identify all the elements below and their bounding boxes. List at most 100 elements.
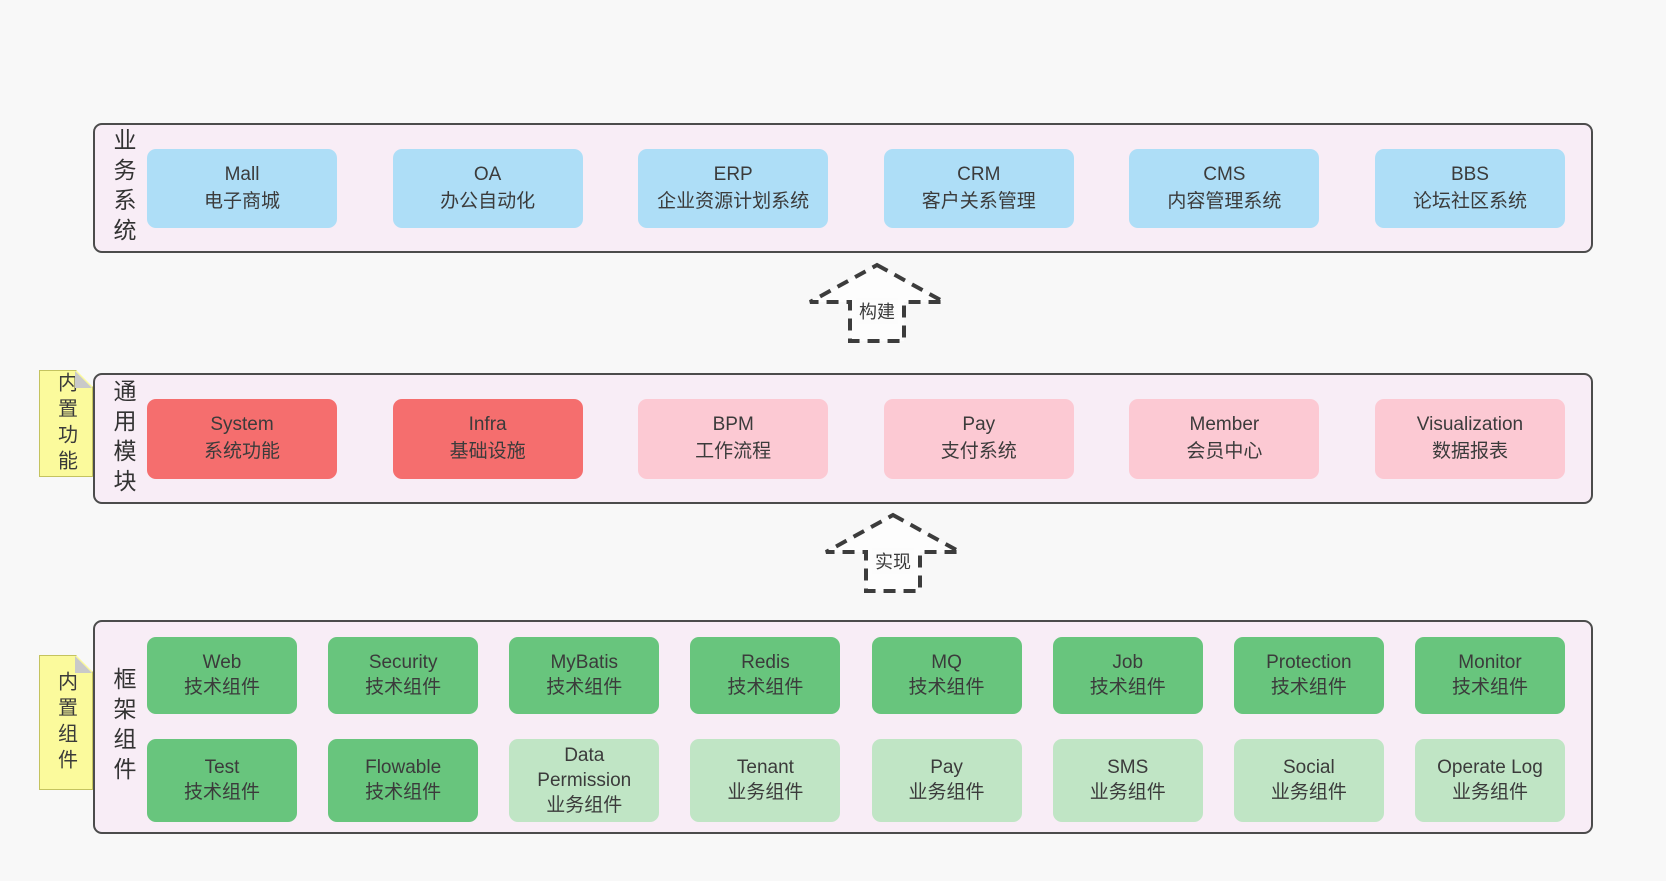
panel-label-modules: 通用模块	[110, 378, 136, 499]
box-subtitle: 论坛社区系统	[1412, 190, 1527, 212]
box-subtitle: 内容管理系统	[1167, 190, 1282, 212]
box-subtitle: 业务组件	[1270, 782, 1347, 804]
box-title: Operate Log	[1437, 757, 1543, 779]
box-subtitle: 支付系统	[940, 441, 1017, 462]
box-flowable: Flowable 技术组件	[328, 738, 479, 822]
box-subtitle: 技术组件	[365, 677, 442, 699]
box-social: Social 业务组件	[1233, 738, 1384, 822]
box-monitor: Monitor 技术组件	[1414, 637, 1565, 714]
box-title: Protection	[1266, 652, 1352, 674]
box-security: Security 技术组件	[328, 637, 479, 714]
box-subtitle: 技术组件	[727, 677, 804, 699]
modules-box-row: System 系统功能 Infra 基础设施 BPM 工作流程 Pay 支付系统…	[147, 399, 1565, 479]
box-subtitle: 技术组件	[908, 677, 985, 699]
box-protection: Protection 技术组件	[1233, 637, 1384, 714]
box-infra: Infra 基础设施	[392, 399, 583, 479]
box-mybatis: MyBatis 技术组件	[509, 637, 660, 714]
box-redis: Redis 技术组件	[690, 637, 841, 714]
box-sms: SMS 业务组件	[1052, 738, 1203, 822]
box-title: SMS	[1107, 757, 1149, 779]
box-test: Test 技术组件	[147, 738, 297, 822]
box-subtitle: 业务组件	[1451, 782, 1528, 804]
components-grid: Web 技术组件 Security 技术组件 MyBatis 技术组件 Redi…	[147, 637, 1565, 822]
common-modules-panel: 通用模块 System 系统功能 Infra 基础设施 BPM 工作流程 Pay…	[93, 373, 1593, 504]
box-title: CMS	[1203, 163, 1246, 185]
box-cms: CMS 内容管理系统	[1129, 149, 1320, 228]
panel-label-components: 框架组件	[110, 667, 136, 787]
box-subtitle: 业务组件	[546, 794, 623, 816]
box-pay-component: Pay 业务组件	[871, 738, 1022, 822]
box-subtitle: 企业资源计划系统	[657, 190, 810, 212]
note-label: 内置功能	[54, 371, 77, 476]
box-title: Mall	[224, 163, 260, 185]
arrow-label-implement: 实现	[872, 548, 914, 574]
box-crm: CRM 客户关系管理	[883, 149, 1074, 228]
box-title: Infra	[468, 414, 507, 436]
box-title: Tenant	[736, 757, 794, 779]
box-title: MQ	[931, 652, 962, 674]
box-subtitle: 技术组件	[183, 677, 260, 699]
box-mq: MQ 技术组件	[871, 637, 1022, 714]
box-pay-module: Pay 支付系统	[883, 399, 1074, 479]
box-mall: Mall 电子商城	[147, 149, 337, 228]
box-subtitle: 技术组件	[183, 782, 260, 804]
arrow-label-build: 构建	[856, 298, 898, 324]
box-title: CRM	[957, 163, 1001, 185]
box-oa: OA 办公自动化	[392, 149, 583, 228]
business-box-row: Mall 电子商城 OA 办公自动化 ERP 企业资源计划系统 CRM 客户关系…	[147, 149, 1565, 228]
box-title: Data Permission	[537, 744, 632, 791]
box-title: Web	[202, 652, 242, 674]
box-visualization: Visualization 数据报表	[1374, 399, 1565, 479]
box-title: BBS	[1450, 163, 1489, 185]
box-subtitle: 基础设施	[449, 441, 526, 462]
box-title: ERP	[713, 163, 753, 185]
box-subtitle: 数据报表	[1431, 441, 1508, 462]
box-subtitle: 电子商城	[203, 190, 280, 212]
box-member: Member 会员中心	[1129, 399, 1320, 479]
box-bpm: BPM 工作流程	[638, 399, 829, 479]
box-bbs: BBS 论坛社区系统	[1374, 149, 1565, 228]
box-title: Monitor	[1458, 652, 1522, 674]
box-title: Redis	[741, 652, 790, 674]
box-title: OA	[473, 163, 502, 185]
business-systems-panel: 业务系统 Mall 电子商城 OA 办公自动化 ERP 企业资源计划系统 CRM…	[93, 123, 1593, 253]
box-operate-log: Operate Log 业务组件	[1414, 738, 1565, 822]
box-data-permission: Data Permission 业务组件	[509, 738, 660, 822]
panel-label-business: 业务系统	[110, 128, 136, 248]
box-title: Job	[1112, 652, 1144, 674]
box-tenant: Tenant 业务组件	[690, 738, 841, 822]
box-subtitle: 技术组件	[1089, 677, 1166, 699]
box-subtitle: 业务组件	[908, 782, 985, 804]
box-erp: ERP 企业资源计划系统	[638, 149, 829, 228]
box-subtitle: 业务组件	[1089, 782, 1166, 804]
box-title: Test	[204, 757, 240, 779]
box-subtitle: 技术组件	[546, 677, 623, 699]
box-system: System 系统功能	[147, 399, 337, 479]
box-title: Social	[1282, 757, 1335, 779]
box-web: Web 技术组件	[147, 637, 297, 714]
implement-arrow: 实现	[818, 512, 968, 594]
box-title: Flowable	[365, 757, 442, 779]
box-title: Security	[368, 652, 438, 674]
box-title: System	[210, 414, 274, 436]
box-title: Pay	[962, 414, 996, 436]
box-subtitle: 系统功能	[203, 441, 280, 462]
box-subtitle: 会员中心	[1186, 441, 1263, 462]
box-title: Member	[1189, 414, 1260, 436]
build-arrow: 构建	[802, 262, 952, 344]
folded-corner-icon	[75, 656, 92, 673]
box-title: BPM	[712, 414, 754, 436]
box-job: Job 技术组件	[1052, 637, 1203, 714]
sticky-note-built-in-features: 内置功能	[39, 370, 93, 477]
box-subtitle: 技术组件	[365, 782, 442, 804]
box-title: Pay	[930, 757, 963, 779]
box-title: MyBatis	[550, 652, 619, 674]
note-label: 内置组件	[54, 670, 77, 775]
framework-components-panel: 框架组件 Web 技术组件 Security 技术组件 MyBatis 技术组件…	[93, 620, 1593, 834]
box-subtitle: 客户关系管理	[921, 190, 1036, 212]
box-subtitle: 技术组件	[1270, 677, 1347, 699]
box-title: Visualization	[1416, 414, 1524, 436]
box-subtitle: 办公自动化	[440, 190, 536, 212]
box-subtitle: 技术组件	[1451, 677, 1528, 699]
